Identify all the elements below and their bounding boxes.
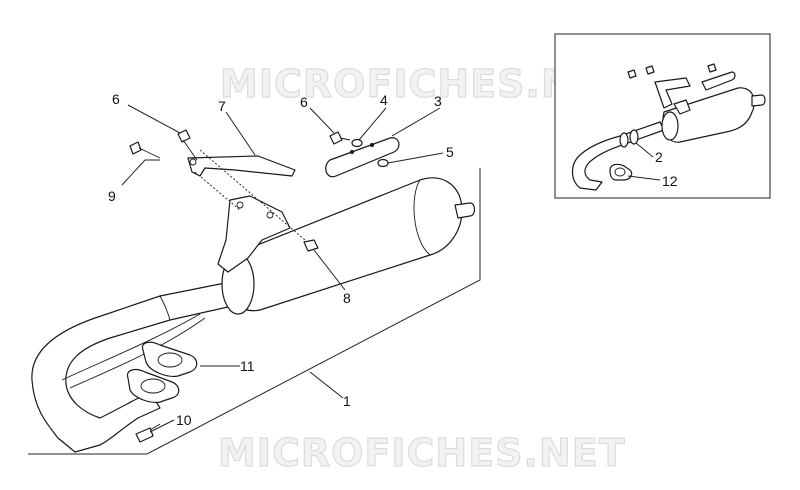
callout-6-right: 6 [300, 94, 308, 110]
muffler-tail-tip [454, 202, 476, 219]
header-pipe [31, 279, 251, 453]
bolt-long [129, 141, 161, 159]
callout-2: 2 [655, 149, 663, 165]
rear-bracket [187, 155, 296, 177]
washer-rear [377, 158, 389, 168]
exhaust-flange [126, 368, 180, 403]
inset-bracket [654, 77, 691, 109]
callout-7: 7 [218, 98, 226, 114]
inset-diagram: 2 12 [554, 33, 771, 199]
main-exhaust-assembly [28, 129, 481, 455]
screw-heatshield [329, 131, 351, 145]
callout-11: 11 [240, 358, 255, 374]
pipe-heatshield-strip [69, 317, 206, 389]
assembly-bracket-line [28, 168, 481, 455]
inset-gasket-ring [619, 132, 629, 148]
callout-labels: 6 7 6 4 3 5 9 8 11 10 1 [108, 91, 454, 428]
callout-1: 1 [343, 393, 351, 409]
pipe-joint-line [159, 295, 171, 321]
inset-heat-shield [701, 71, 736, 91]
nut [303, 239, 319, 252]
watermark-bottom: MICROFICHES.NET [218, 431, 626, 475]
callout-4: 4 [380, 92, 388, 108]
muffler-mount-bracket [217, 195, 291, 273]
washer [351, 138, 363, 148]
callout-8: 8 [343, 290, 351, 306]
heat-shield [325, 137, 400, 178]
screw-bracket [177, 129, 198, 161]
exhaust-gasket [141, 341, 198, 377]
inset-header-pipe [571, 121, 665, 191]
flange-bolt [135, 423, 161, 443]
leader-lines [121, 104, 444, 433]
callout-5: 5 [446, 144, 454, 160]
callout-6-left: 6 [112, 91, 120, 107]
callout-3: 3 [434, 93, 442, 109]
callout-9: 9 [108, 188, 116, 204]
callout-10: 10 [176, 412, 192, 428]
callout-12: 12 [662, 173, 678, 189]
